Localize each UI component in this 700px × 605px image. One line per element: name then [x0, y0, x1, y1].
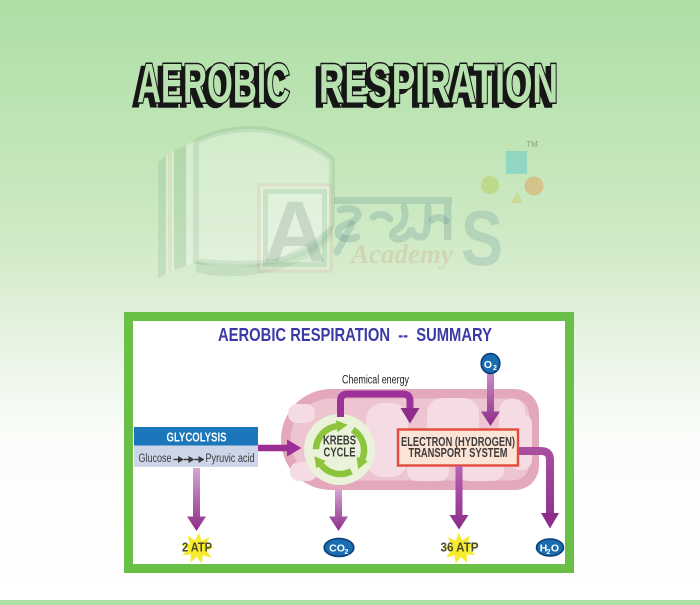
- svg-text:2: 2: [493, 365, 497, 372]
- svg-text:AEROBIC: AEROBIC: [137, 52, 290, 115]
- svg-text:H: H: [540, 543, 548, 555]
- svg-text:AEROBIC RESPIRATION -- SUMMA: AEROBIC RESPIRATION -- SUMMARY: [218, 325, 492, 345]
- svg-text:2: 2: [547, 549, 551, 556]
- svg-text:Pyruvic acid: Pyruvic acid: [206, 453, 255, 465]
- svg-text:TM: TM: [526, 140, 538, 149]
- svg-text:CO: CO: [329, 543, 345, 555]
- svg-text:Academy: Academy: [349, 239, 454, 269]
- svg-text:RESPIRATION: RESPIRATION: [315, 55, 554, 118]
- svg-text:Glucose: Glucose: [139, 453, 172, 465]
- svg-text:TRANSPORT SYSTEM: TRANSPORT SYSTEM: [409, 446, 508, 460]
- svg-text:CYCLE: CYCLE: [324, 446, 356, 460]
- svg-text:Chemical energy: Chemical energy: [342, 375, 409, 387]
- svg-text:2 ATP: 2 ATP: [182, 541, 212, 555]
- svg-text:O: O: [484, 359, 492, 371]
- svg-text:A: A: [264, 184, 326, 280]
- svg-text:O: O: [551, 543, 559, 555]
- svg-text:ELECTRON (HYDROGEN): ELECTRON (HYDROGEN): [401, 435, 515, 449]
- svg-text:AEROBIC: AEROBIC: [133, 55, 286, 118]
- svg-text:S: S: [461, 194, 503, 282]
- svg-text:RESPIRATION: RESPIRATION: [319, 52, 558, 115]
- svg-text:2: 2: [345, 549, 349, 556]
- svg-text:36 ATP: 36 ATP: [441, 541, 479, 555]
- svg-text:GLYCOLYSIS: GLYCOLYSIS: [167, 430, 227, 445]
- svg-text:KREBS: KREBS: [323, 434, 356, 448]
